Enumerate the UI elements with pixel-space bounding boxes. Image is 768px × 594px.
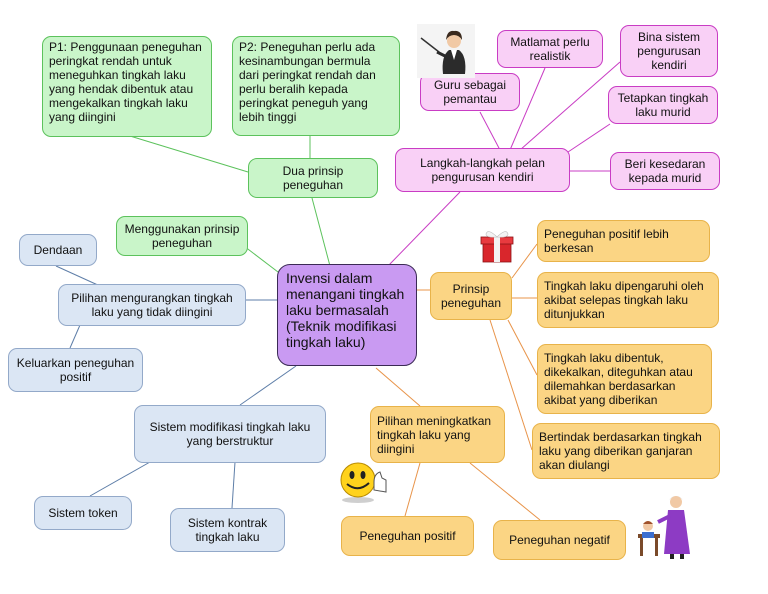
link-prinsip-dibentuk [507, 319, 538, 376]
link-sistem-token [89, 461, 151, 497]
node-bina-sistem: Bina sistem pengurusan kendiri [620, 25, 718, 77]
link-langkah-tetapkan [567, 123, 611, 153]
node-sistem-kontrak: Sistem kontrak tingkah laku [170, 508, 285, 552]
node-dua-prinsip: Dua prinsip peneguhan [248, 158, 378, 198]
link-langkah-bina [519, 61, 621, 151]
node-peneguhan-negatif: Peneguhan negatif [493, 520, 626, 560]
node-dibentuk: Tingkah laku dibentuk, dikekalkan, diteg… [537, 344, 712, 414]
node-bertindak: Bertindak berdasarkan tingkah laku yang … [532, 423, 720, 479]
node-p2: P2: Peneguhan perlu ada kesinambungan be… [232, 36, 400, 136]
link-pilihan-keluarkan [69, 324, 81, 349]
node-sistem-token: Sistem token [34, 496, 132, 530]
link-center-pilihan-tingkat [375, 367, 421, 407]
node-guru-pemantau: Guru sebagai pemantau [420, 73, 520, 111]
link-langkah-guru [479, 111, 501, 151]
teacher-scolding-student-icon [638, 496, 690, 559]
link-prinsip-positif-lebih [511, 243, 538, 279]
node-keluarkan-peneguhan: Keluarkan peneguhan positif [8, 348, 143, 392]
link-dua-center [311, 197, 331, 267]
node-beri-kesedaran: Beri kesedaran kepada murid [610, 152, 720, 190]
smiley-thumbs-up-icon [340, 462, 387, 503]
link-sistem-kontrak [231, 461, 236, 509]
link-prinsip-bertindak [489, 319, 533, 451]
node-dipengaruhi: Tingkah laku dipengaruhi oleh akibat sel… [537, 272, 719, 328]
teacher-clipart-icon [417, 24, 475, 78]
node-peneguhan-positif: Peneguhan positif [341, 516, 474, 556]
node-pilihan-meningkatkan: Pilihan meningkatkan tingkah laku yang d… [370, 406, 505, 463]
link-langkah-matlamat [509, 67, 546, 151]
node-pilihan-mengurangkan: Pilihan mengurangkan tingkah laku yang t… [58, 284, 246, 326]
node-langkah-pelan: Langkah-langkah pelan pengurusan kendiri [395, 148, 570, 192]
link-pilihan-positif [404, 462, 421, 517]
node-matlamat: Matlamat perlu realistik [497, 30, 603, 68]
link-pilihan-negatif [469, 462, 541, 521]
node-menggunakan-prinsip: Menggunakan prinsip peneguhan [116, 216, 248, 256]
link-dendaan-pilihan [55, 265, 101, 287]
link-p1-dua [129, 135, 249, 173]
node-positif-lebih-berkesan: Peneguhan positif lebih berkesan [537, 220, 710, 262]
link-center-langkah [387, 191, 461, 267]
node-sistem-modifikasi: Sistem modifikasi tingkah laku yang bers… [134, 405, 326, 463]
node-dendaan: Dendaan [19, 234, 97, 266]
link-center-sistem [239, 365, 297, 406]
node-prinsip-peneguhan: Prinsip peneguhan [430, 272, 512, 320]
gift-box-icon [480, 231, 514, 263]
central-topic: Invensi dalam menangani tingkah laku ber… [277, 264, 417, 366]
node-p1: P1: Penggunaan peneguhan peringkat renda… [42, 36, 212, 137]
node-tetapkan: Tetapkan tingkah laku murid [608, 86, 718, 124]
